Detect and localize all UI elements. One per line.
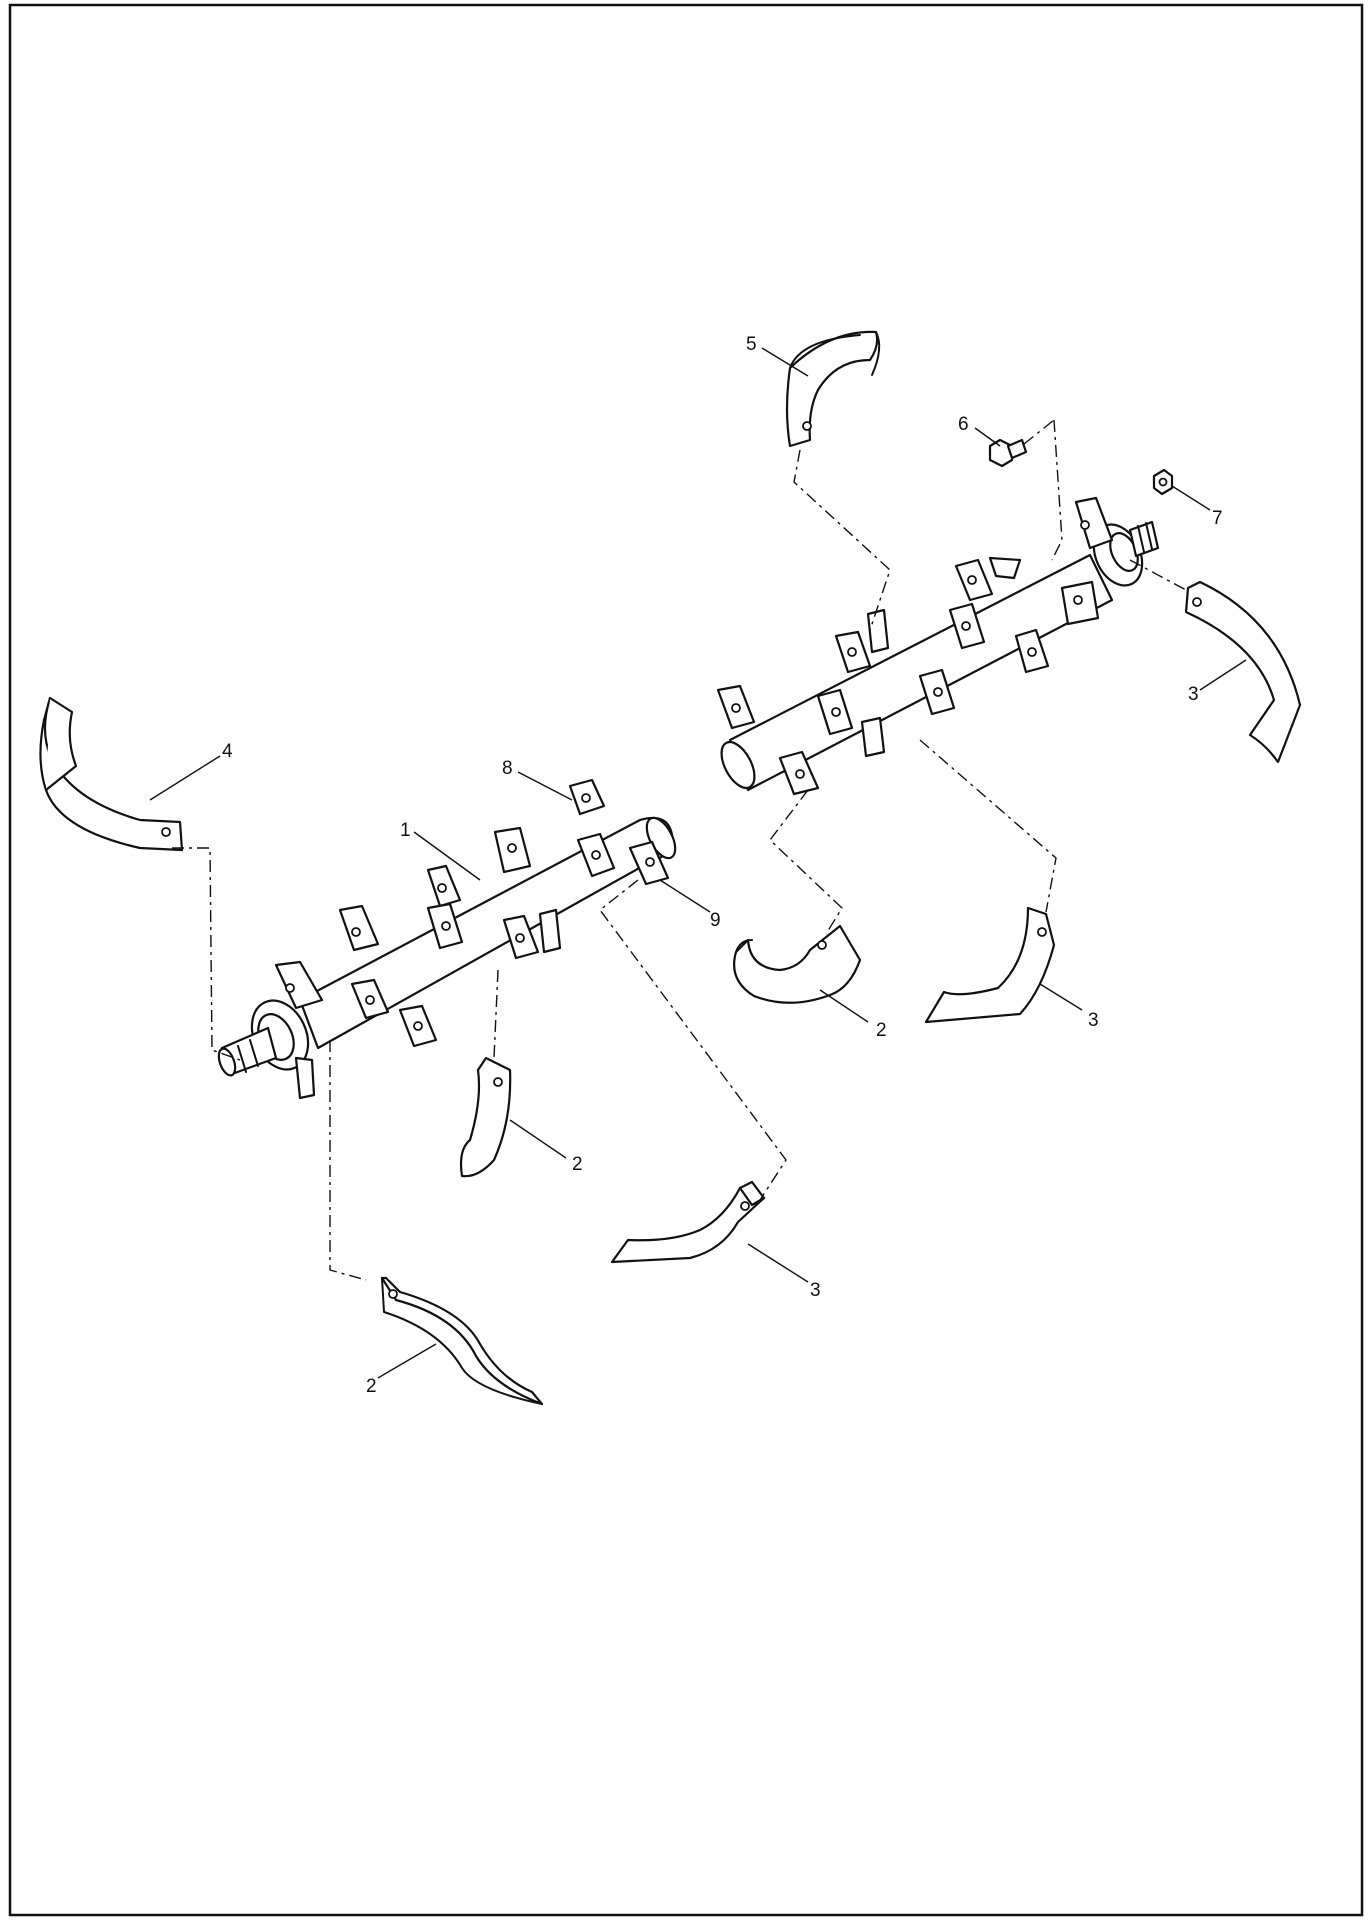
part-2-tine-right-shaft [733, 924, 862, 1004]
holder [538, 908, 562, 954]
part-4-tine [39, 696, 184, 852]
callout-2: 2 [876, 1020, 887, 1041]
left-shaft-blade-holders [338, 778, 670, 1048]
holder [954, 558, 994, 602]
holder [338, 904, 380, 952]
callout-6: 6 [958, 414, 969, 435]
holder [948, 602, 986, 650]
holder [350, 978, 390, 1020]
holder [918, 668, 956, 716]
holder [426, 902, 464, 950]
holder [860, 716, 886, 758]
holder [576, 832, 616, 878]
part-7-nut [1152, 468, 1174, 496]
holder [1014, 628, 1050, 674]
page-border [8, 3, 1364, 1917]
callout-1: 1 [400, 820, 411, 841]
callout-9: 9 [710, 910, 721, 931]
callout-2: 2 [572, 1154, 583, 1175]
holder [988, 556, 1022, 580]
part-3-tine-bottom [610, 1180, 766, 1264]
part-3-tine-right [1184, 580, 1302, 764]
holder [426, 864, 462, 908]
leader-lines [149, 347, 1247, 1379]
part-2-tine-left-shaft [459, 1056, 512, 1178]
right-rotor-shaft [720, 496, 1160, 792]
part-5-guard [785, 330, 881, 448]
part-2-tine-bottom [380, 1276, 544, 1406]
holder [834, 630, 872, 674]
holder [493, 826, 532, 874]
callout-4: 4 [222, 741, 233, 762]
holder [398, 1004, 438, 1048]
callout-8: 8 [502, 758, 513, 779]
callout-5: 5 [746, 334, 757, 355]
holder [778, 750, 820, 796]
holder [628, 840, 670, 886]
assembly-lines [172, 419, 1187, 1281]
part-3-tine-right-shaft [924, 906, 1056, 1024]
holder [866, 608, 890, 654]
callout-3: 3 [810, 1280, 821, 1301]
holder [502, 914, 540, 960]
holder [816, 688, 854, 736]
callout-7: 7 [1212, 508, 1223, 529]
holder [568, 778, 606, 816]
callout-3: 3 [1088, 1010, 1099, 1031]
part-6-bolt [988, 438, 1028, 468]
callout-3: 3 [1188, 684, 1199, 705]
callout-2: 2 [366, 1376, 377, 1397]
callout-numbers: 4 1 8 9 5 6 7 3 2 3 2 3 2 [222, 334, 1223, 1397]
left-rotor-shaft [217, 816, 677, 1100]
right-shaft-blade-holders [716, 556, 1050, 796]
holder [716, 684, 756, 730]
